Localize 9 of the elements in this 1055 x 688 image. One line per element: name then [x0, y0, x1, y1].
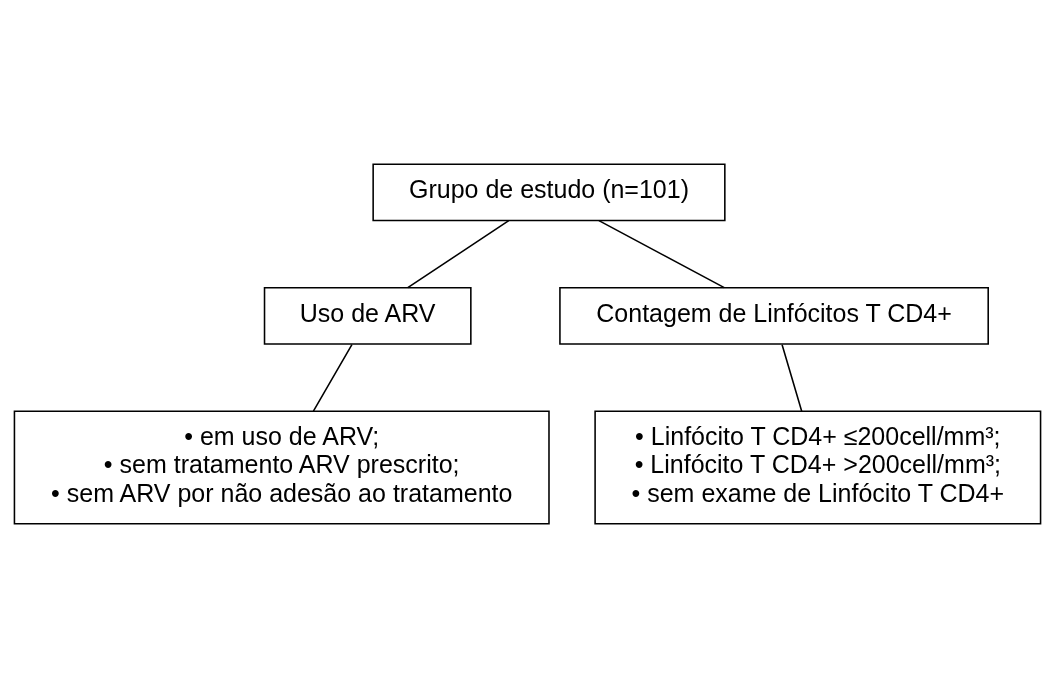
- node-box: • em uso de ARV; • sem tratamento ARV prescrito; • sem ARV por não adesão ao tratamento: [13, 410, 550, 525]
- node-box: Grupo de estudo (n=101): [372, 163, 726, 222]
- connector: [598, 219, 726, 289]
- connector: [312, 343, 353, 412]
- node-box: • Linfócito T CD4+ ≤200cell/mm³; • Linfócito T CD4+ >200cell/mm³; • sem exame de Linfócito T CD4+: [594, 410, 1042, 525]
- connector: [781, 343, 803, 412]
- node-box: Uso de ARV: [263, 286, 472, 345]
- node-box: Contagem de Linfócitos T CD4+: [559, 286, 989, 345]
- connector: [407, 219, 510, 289]
